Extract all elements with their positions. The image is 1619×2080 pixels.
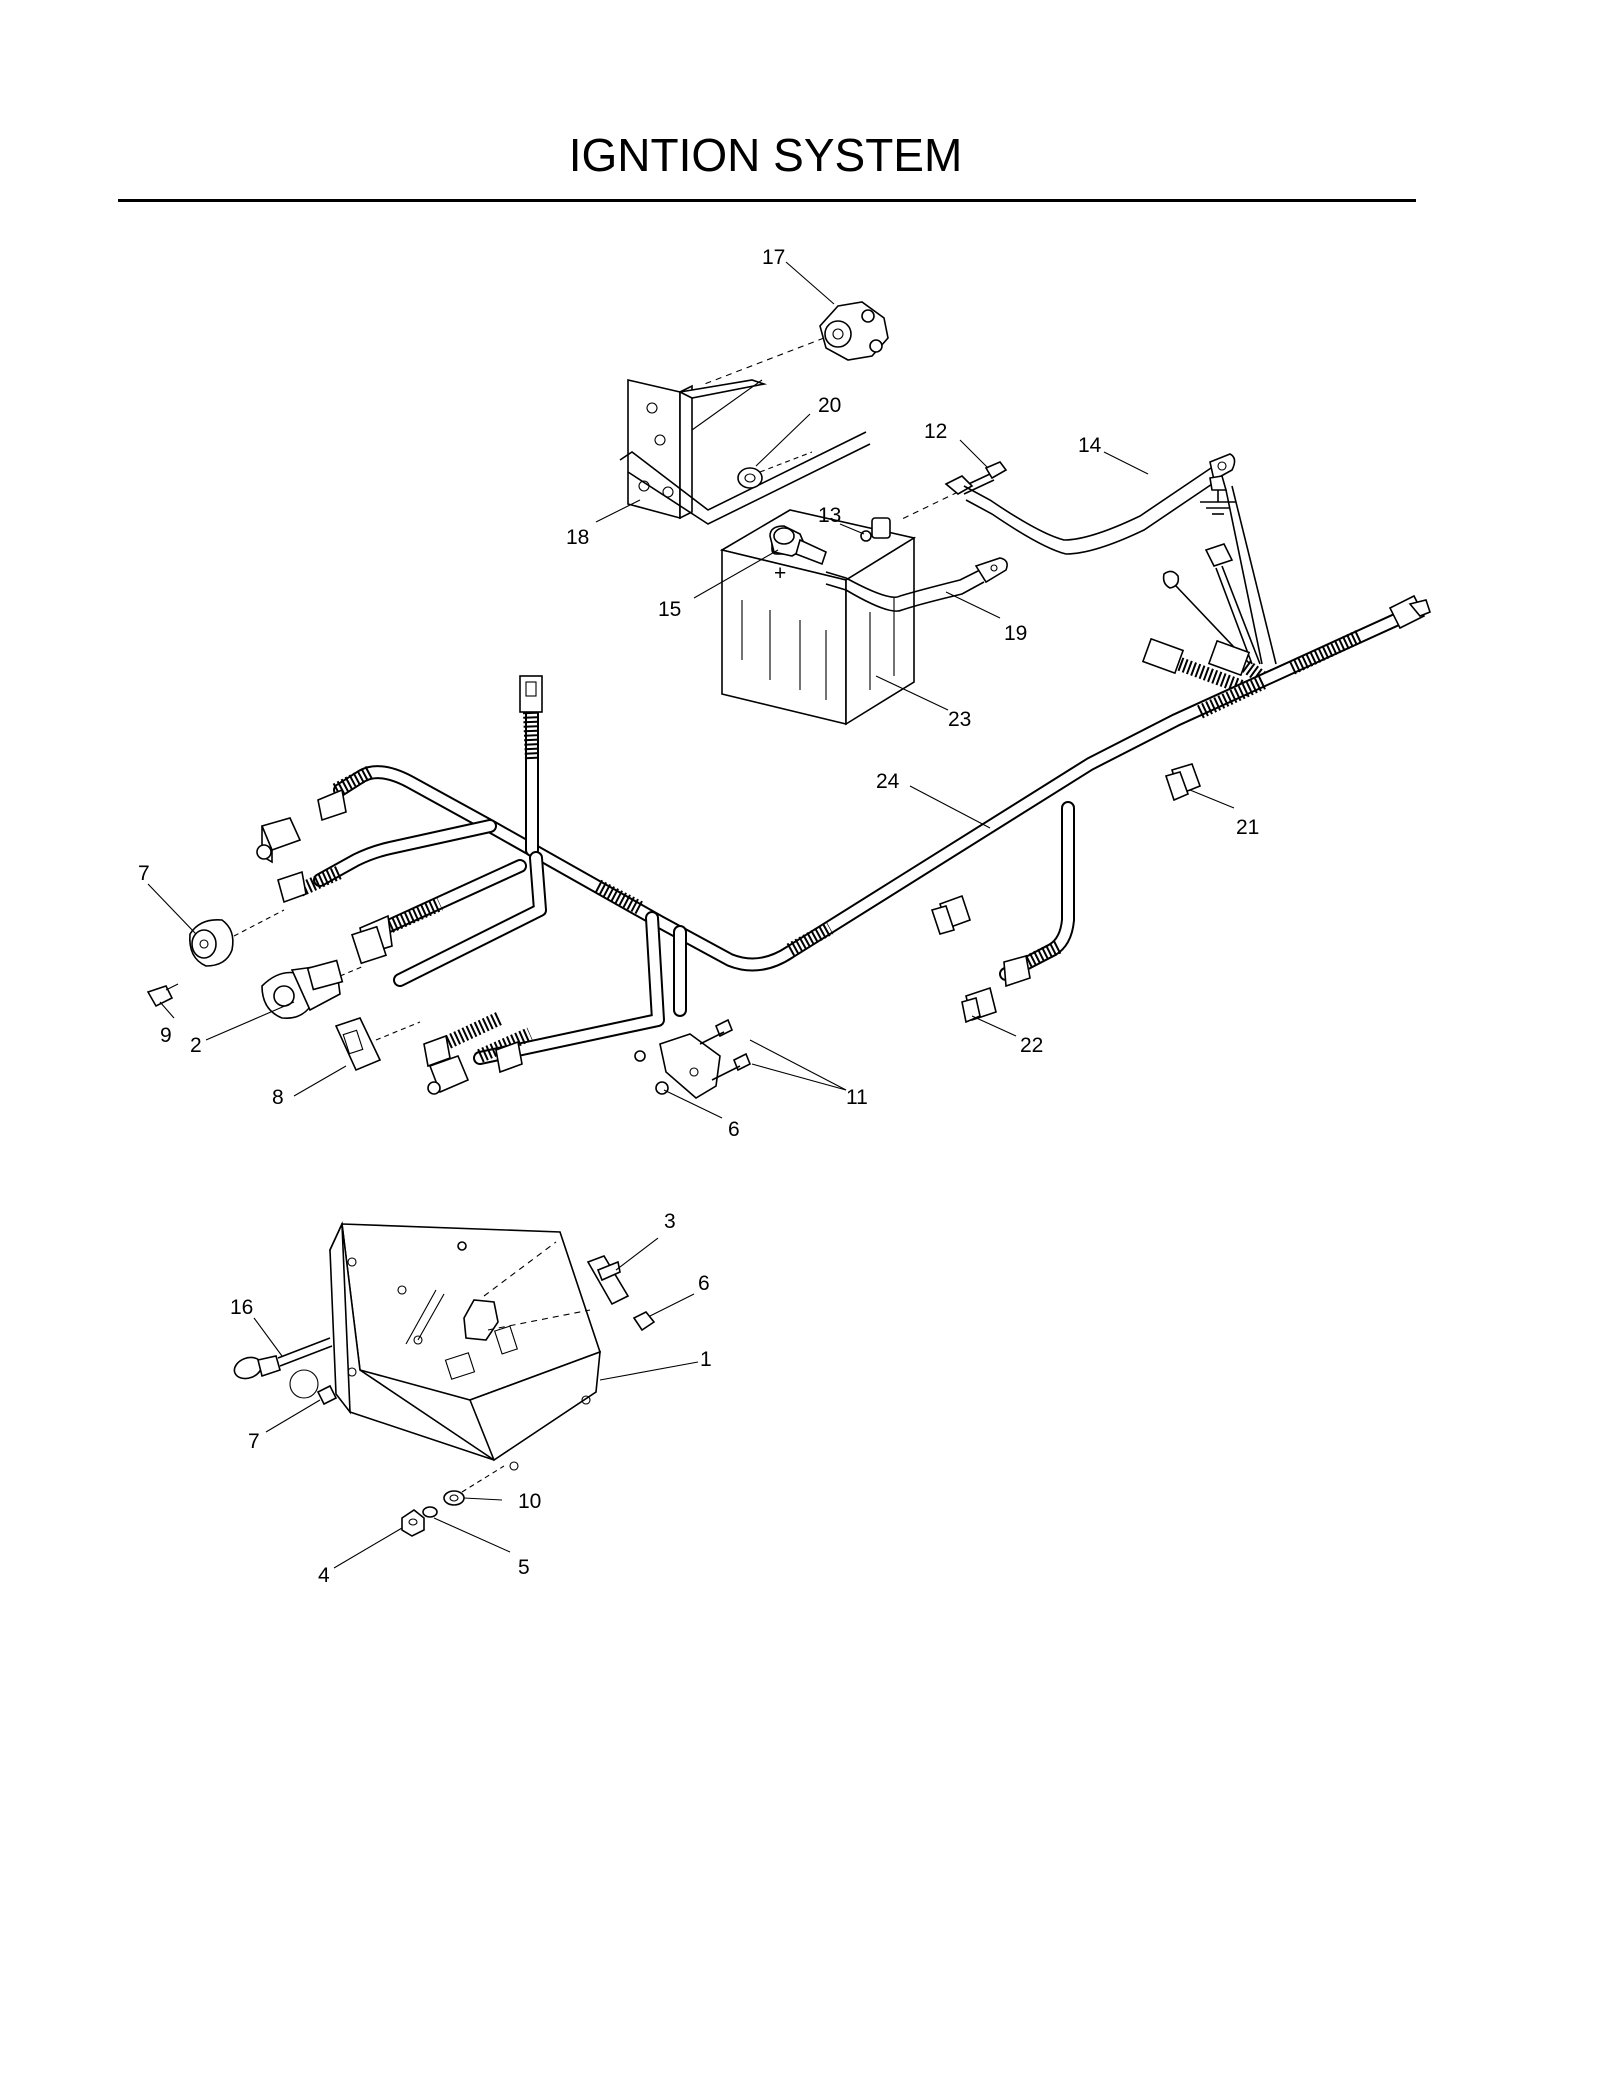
part-18-solenoid: [701, 301, 889, 386]
callout-4: 4: [318, 1564, 330, 1587]
callout-15: 14: [1078, 434, 1102, 457]
part-4-nut: [401, 1509, 425, 1537]
callout-13: 12: [924, 420, 947, 443]
callout-8: 7: [138, 862, 150, 885]
callout-17: 16: [230, 1296, 253, 1319]
callout-16: 15: [658, 598, 681, 621]
callout-21: 20: [818, 394, 841, 417]
part-17-knob: [233, 1337, 333, 1399]
part-14-nut: [860, 530, 872, 542]
part-12-bracket-bolts: [634, 1018, 752, 1099]
lower-left-connector: [427, 1054, 470, 1095]
part-9-switch: [334, 1017, 421, 1072]
page-title: IGNTION SYSTEM: [568, 129, 963, 181]
callout-25: 24: [876, 770, 900, 793]
callout-18: 17: [762, 246, 785, 269]
part-7-bolt: [316, 1384, 338, 1406]
callout-12: 11: [846, 1086, 868, 1109]
callout-3: 3: [664, 1210, 676, 1233]
callout-22: 21: [1236, 816, 1259, 839]
part-10-key: [146, 983, 179, 1008]
part-24-battery: +: [719, 509, 917, 726]
battery-positive-mark: +: [774, 562, 786, 585]
part-8-switch: [189, 909, 285, 967]
part-22-relay-clip: [1164, 763, 1202, 802]
relay-clip-middle: [930, 894, 972, 935]
part-15-ground-cable: [944, 453, 1236, 555]
ground-symbol: [1200, 475, 1277, 665]
part-16-terminal-boot: [769, 525, 827, 566]
callout-20: 19: [1004, 622, 1027, 645]
callout-14: 13: [818, 504, 841, 527]
part-1-dash-panel: [329, 1221, 602, 1471]
callout-2: 2: [190, 1034, 202, 1057]
callout-7: 7: [248, 1430, 260, 1453]
right-connectors: [1141, 543, 1273, 697]
callout-6-lower: 6: [698, 1272, 710, 1295]
part-13-bolt: [899, 461, 1008, 521]
part-21-nut: [737, 451, 813, 489]
callout-leaders: [147, 261, 1235, 1569]
callout-10: 9: [160, 1024, 172, 1047]
left-upper-connector: [256, 817, 302, 864]
callout-numbers: 17 20 12 14 13 18 15 19 23 24 21 22 11 6…: [138, 246, 1259, 1587]
callout-9: 8: [272, 1086, 284, 1109]
callout-23: 22: [1020, 1034, 1043, 1057]
part-20-battery-cable: [825, 557, 1008, 612]
part-3-clamp: [586, 1255, 630, 1306]
part-19-bracket: [619, 378, 871, 525]
callout-24: 23: [948, 708, 971, 731]
part-5-lock-washer: [422, 1506, 438, 1518]
title-rule: [118, 199, 1416, 202]
callout-19: 18: [566, 526, 589, 549]
part-6-lower-nut: [632, 1310, 656, 1332]
callout-11: 10: [518, 1490, 541, 1513]
part-23-relay: [961, 986, 997, 1024]
part-2-ignition-switch: [261, 925, 388, 1020]
part-25-main-harness: [297, 611, 1407, 1065]
callout-5: 5: [518, 1556, 530, 1579]
callout-6-upper: 6: [728, 1118, 740, 1141]
callout-1: 1: [700, 1348, 712, 1371]
